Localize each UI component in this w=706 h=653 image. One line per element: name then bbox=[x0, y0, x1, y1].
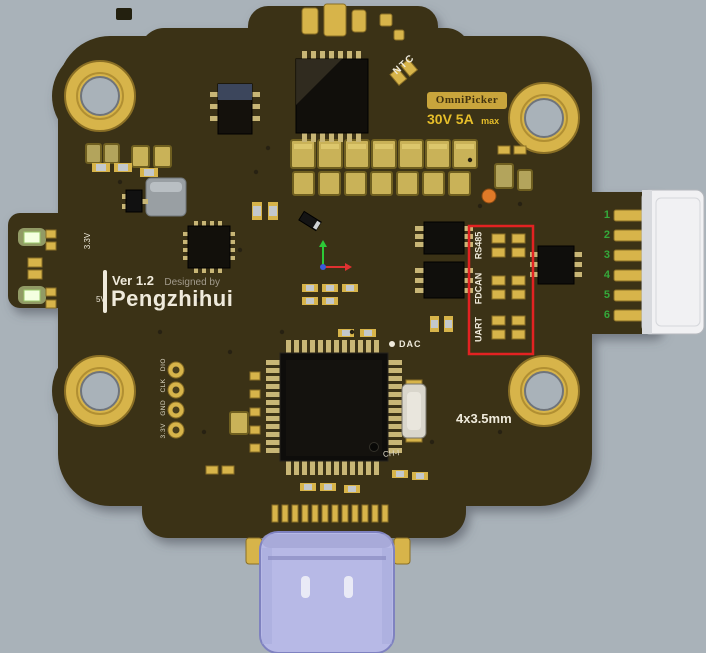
usb-pads bbox=[245, 504, 411, 565]
version-row: Ver 1.2 Designed by bbox=[112, 273, 220, 289]
vias bbox=[117, 145, 523, 445]
jst-pins bbox=[613, 209, 649, 322]
mounting-hole-top-left bbox=[64, 60, 136, 132]
inductor-can bbox=[145, 177, 187, 217]
ch1-label: CH-I bbox=[382, 448, 400, 459]
mount-spec-label: 4x3.5mm bbox=[456, 411, 512, 426]
version-label: Ver 1.2 bbox=[112, 273, 154, 288]
uart-label: UART bbox=[473, 317, 484, 342]
designed-by-label: Designed by bbox=[164, 277, 220, 288]
mounting-hole-bottom-right bbox=[508, 355, 580, 427]
dac-dot bbox=[389, 341, 395, 347]
voltage-rating-label: 30V 5A max bbox=[427, 112, 499, 128]
axis-gizmo bbox=[319, 240, 352, 271]
pin-number: 6 bbox=[603, 309, 610, 321]
regulator-chip bbox=[210, 83, 260, 135]
top-edge-pads bbox=[116, 3, 405, 41]
can-transceiver-chip bbox=[415, 221, 473, 255]
fdcan-label: FDCAN bbox=[473, 272, 484, 305]
pin-number: 5 bbox=[603, 289, 610, 301]
misc-pads bbox=[205, 371, 261, 475]
pin-number: 1 bbox=[603, 209, 610, 221]
ntc-pads bbox=[389, 58, 419, 86]
orange-indicator bbox=[481, 188, 497, 204]
passive-components bbox=[92, 163, 453, 493]
omnipicker-badge: OmniPicker bbox=[427, 92, 507, 109]
capacitor-bank bbox=[85, 139, 533, 435]
mounting-holes bbox=[64, 60, 580, 427]
rating-suffix: max bbox=[481, 116, 500, 126]
status-leds bbox=[18, 228, 57, 309]
rs485-label: RS485 bbox=[473, 231, 484, 260]
sot23-transistor bbox=[122, 189, 148, 213]
pmic-chip bbox=[183, 221, 235, 273]
diode bbox=[298, 210, 322, 232]
mcu-chip bbox=[266, 340, 402, 475]
aux-chip bbox=[530, 245, 582, 285]
usb-c-connector bbox=[259, 531, 395, 653]
interface-annotation-box bbox=[467, 224, 535, 356]
rs485-transceiver-chip bbox=[415, 261, 473, 299]
brand-divider bbox=[103, 270, 107, 313]
pin-number: 3 bbox=[603, 249, 610, 261]
crystal-oscillator bbox=[401, 379, 427, 443]
pin-number: 2 bbox=[603, 229, 610, 241]
dac-label: DAC bbox=[399, 339, 422, 349]
rail-3v3-label: 3.3V bbox=[83, 232, 92, 250]
mounting-hole-bottom-left bbox=[64, 355, 136, 427]
swd-pinout-label: 3.3V GND CLK DIO bbox=[159, 358, 167, 439]
rail-5v-label: 5V bbox=[96, 295, 106, 304]
brand-label: Pengzhihui bbox=[111, 286, 234, 311]
mounting-hole-top-right bbox=[508, 82, 580, 154]
swd-header bbox=[167, 361, 185, 439]
rating-value: 30V 5A bbox=[427, 111, 474, 127]
flash-chip bbox=[295, 51, 369, 142]
jst-connector bbox=[613, 189, 705, 335]
interface-pads bbox=[491, 145, 527, 340]
pin-number: 4 bbox=[603, 269, 610, 281]
